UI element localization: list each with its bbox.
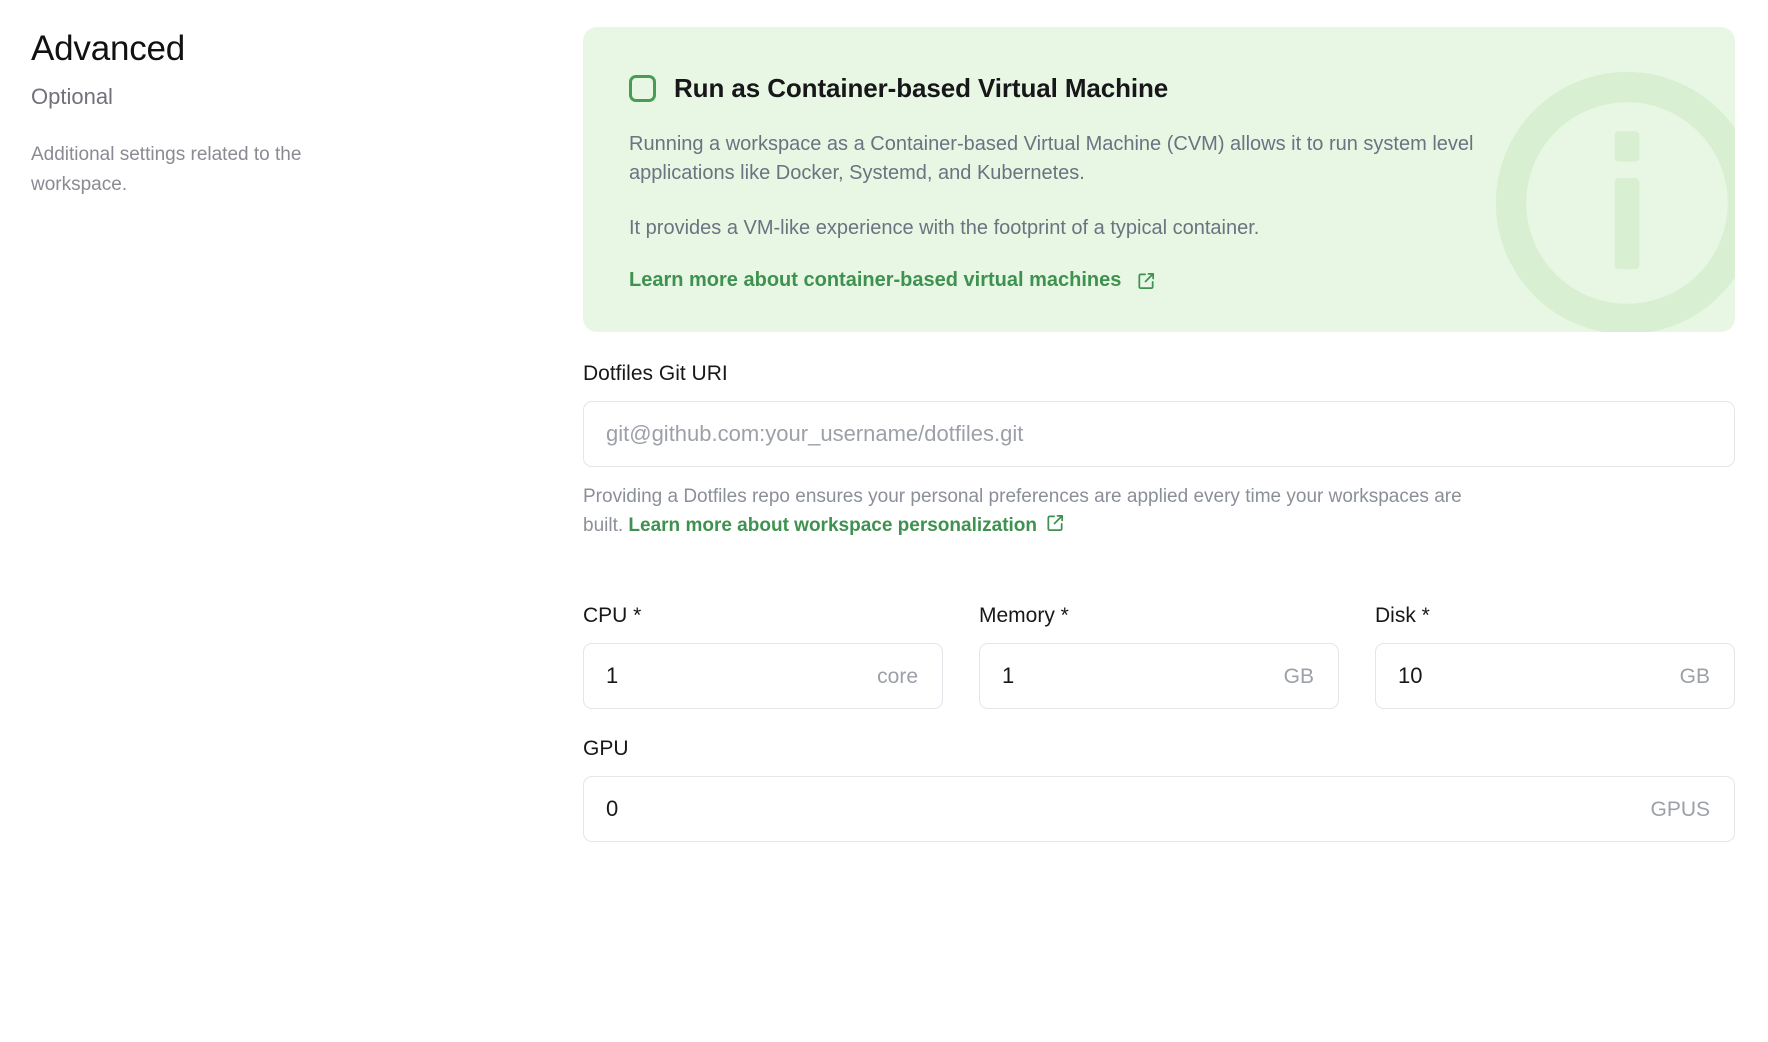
dotfiles-input[interactable]: git@github.com:your_username/dotfiles.gi… xyxy=(583,401,1735,468)
external-link-icon xyxy=(1138,272,1155,289)
disk-field: Disk * 10 GB xyxy=(1375,604,1735,710)
cpu-input[interactable]: 1 core xyxy=(583,643,943,710)
cvm-notice-card: Run as Container-based Virtual Machine R… xyxy=(583,27,1735,332)
dotfiles-help-text: Providing a Dotfiles repo ensures your p… xyxy=(583,483,1483,540)
disk-value: 10 xyxy=(1398,663,1423,689)
dotfiles-placeholder: git@github.com:your_username/dotfiles.gi… xyxy=(606,421,1024,447)
settings-form: Run as Container-based Virtual Machine R… xyxy=(583,0,1768,1042)
cvm-checkbox-label: Run as Container-based Virtual Machine xyxy=(674,73,1169,103)
memory-label: Memory * xyxy=(979,604,1069,628)
dotfiles-field: Dotfiles Git URI git@github.com:your_use… xyxy=(583,362,1735,540)
memory-value: 1 xyxy=(1002,663,1015,689)
gpu-value: 0 xyxy=(606,796,619,822)
section-description: Additional settings related to the works… xyxy=(31,144,302,195)
cvm-description-1: Running a workspace as a Container-based… xyxy=(629,133,1474,184)
dotfiles-help-prefix: Providing a Dotfiles repo ensures your p… xyxy=(583,486,1462,536)
section-info-sidebar: Advanced Optional Additional settings re… xyxy=(0,0,583,1042)
disk-unit: GB xyxy=(1679,664,1710,688)
disk-input[interactable]: 10 GB xyxy=(1375,643,1735,710)
gpu-field: GPU 0 GPUS xyxy=(583,737,1735,843)
page-title: Advanced xyxy=(31,29,186,68)
dotfiles-label: Dotfiles Git URI xyxy=(583,362,728,385)
disk-label: Disk * xyxy=(1375,604,1430,628)
cvm-checkbox[interactable] xyxy=(629,75,656,102)
dotfiles-learn-more-link[interactable]: Learn more about workspace personalizati… xyxy=(628,514,1065,536)
memory-field: Memory * 1 GB xyxy=(979,604,1339,710)
gpu-unit: GPUS xyxy=(1650,797,1710,821)
cpu-value: 1 xyxy=(606,663,619,689)
resources-row: CPU * 1 core Memory * 1 GB Disk * 10 GB xyxy=(583,604,1735,710)
section-optional-label: Optional xyxy=(31,84,113,109)
cvm-learn-more-link[interactable]: Learn more about container-based virtual… xyxy=(629,269,1156,292)
cvm-toggle-row[interactable]: Run as Container-based Virtual Machine xyxy=(629,73,1683,104)
gpu-input[interactable]: 0 GPUS xyxy=(583,776,1735,843)
cpu-field: CPU * 1 core xyxy=(583,604,943,710)
dotfiles-learn-more-label: Learn more about workspace personalizati… xyxy=(628,514,1038,536)
memory-unit: GB xyxy=(1283,664,1314,688)
cpu-label: CPU * xyxy=(583,604,642,628)
gpu-label: GPU xyxy=(583,737,629,761)
cpu-unit: core xyxy=(877,664,918,688)
cvm-description-2: It provides a VM-like experience with th… xyxy=(629,217,1260,239)
cvm-learn-more-label: Learn more about container-based virtual… xyxy=(629,269,1122,291)
external-link-icon xyxy=(1047,514,1064,531)
memory-input[interactable]: 1 GB xyxy=(979,643,1339,710)
info-circle-icon xyxy=(1495,71,1735,332)
